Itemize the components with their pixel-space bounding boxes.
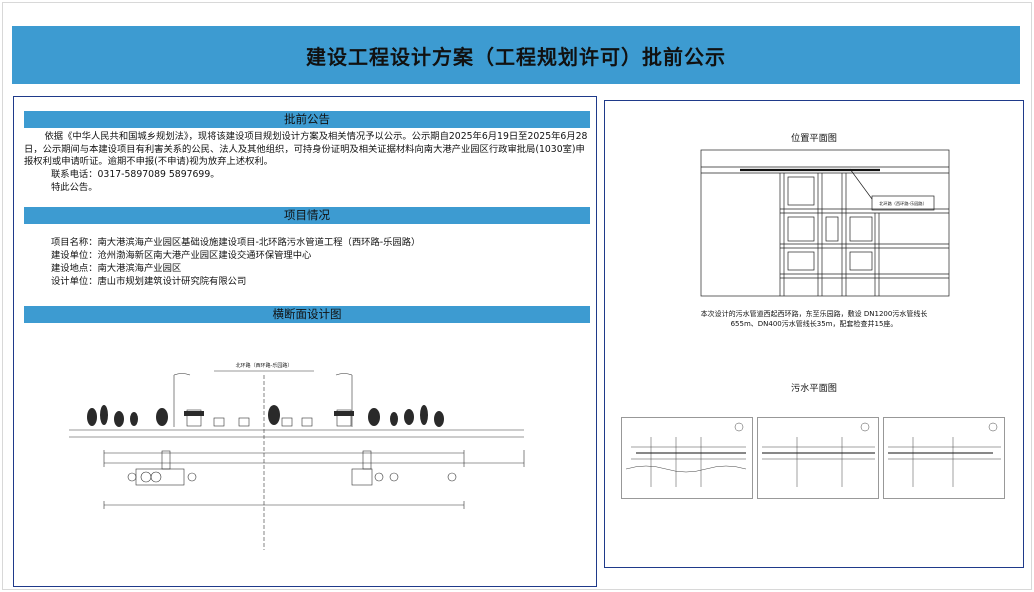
notice-phone: 联系电话：0317-5897089 5897699。 (51, 169, 220, 180)
location-callout: 北环路（西环路-乐园路） (879, 200, 927, 207)
project-unit: 建设单位：沧州渤海新区南大港产业园区建设交通环保管理中心 (51, 250, 312, 261)
sewer-plan-sheet-2 (757, 417, 879, 499)
location-map-title: 位置平面图 (791, 133, 837, 144)
cross-section-heading: 横断面设计图 (24, 306, 590, 323)
title-banner: 建设工程设计方案（工程规划许可）批前公示 (12, 26, 1020, 84)
project-name: 项目名称：南大港滨海产业园区基础设施建设项目-北环路污水管道工程（西环路-乐园路… (51, 237, 421, 248)
cross-section-drawing: 北环路（西环路-乐园路） (69, 362, 525, 550)
page-title: 建设工程设计方案（工程规划许可）批前公示 (306, 44, 726, 69)
left-panel: 批前公告 依据《中华人民共和国城乡规划法》，现将该建设项目规划设计方案及相关情况… (13, 96, 597, 587)
sewer-plan-sheet-1 (621, 417, 753, 499)
sewer-plan-title: 污水平面图 (791, 383, 837, 394)
notice-heading: 批前公告 (24, 111, 590, 128)
notice-body: 依据《中华人民共和国城乡规划法》，现将该建设项目规划设计方案及相关情况予以公示。… (24, 131, 588, 167)
sewer-plan-sheet-3 (883, 417, 1005, 499)
location-map-description: 本次设计的污水管道西起西环路，东至乐园路，敷设 DN1200污水管线长655m、… (700, 310, 928, 328)
project-heading: 项目情况 (24, 207, 590, 224)
project-location: 建设地点：南大港滨海产业园区 (51, 263, 182, 274)
location-map-drawing: 北环路（西环路-乐园路） (700, 149, 950, 297)
right-panel: 位置平面图 (604, 100, 1024, 568)
road-label: 北环路（西环路-乐园路） (236, 362, 293, 369)
notice-closing: 特此公告。 (51, 182, 98, 193)
project-designer: 设计单位：唐山市规划建筑设计研究院有限公司 (51, 276, 247, 287)
